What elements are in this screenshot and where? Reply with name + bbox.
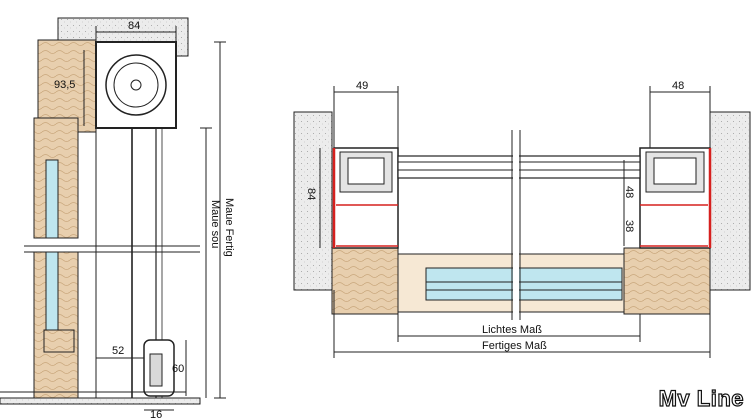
dim-foot-16: 16 xyxy=(150,409,162,418)
left-sill-profile xyxy=(43,329,75,353)
dim-clear-width: Lichtes Maß xyxy=(482,324,542,336)
dim-bottom-60: 60 xyxy=(172,363,184,375)
left-glass-upper xyxy=(45,159,59,239)
dim-height-outer: Maue Fertig xyxy=(223,198,235,257)
dim-right-48: 48 xyxy=(672,80,684,92)
left-wood-lintel xyxy=(37,39,97,133)
right-horizontal-section: 49 48 84 48 38 Lichtes Maß Fertiges Maß xyxy=(293,80,751,358)
brand-logo: Mv Line xyxy=(658,385,744,411)
dim-frame-38: 38 xyxy=(623,220,635,232)
dim-height-inner: Maue sou xyxy=(209,200,221,248)
right-wall-left xyxy=(293,111,333,291)
left-glass-lower xyxy=(45,251,59,331)
right-wood-right xyxy=(623,247,711,315)
dim-frame-84: 84 xyxy=(305,188,317,200)
dim-side-93-5: 93,5 xyxy=(54,79,75,91)
right-wall-right xyxy=(709,111,751,291)
left-vertical-section: 84 93,5 Maue Fertig Maue sou 52 60 16 xyxy=(0,17,235,418)
dim-bottom-52: 52 xyxy=(112,345,124,357)
shutter-roll xyxy=(105,54,167,116)
right-wood-left xyxy=(331,247,399,315)
dim-frame-48: 48 xyxy=(623,186,635,198)
shutter-roll-core xyxy=(113,62,159,108)
right-glass xyxy=(425,267,623,301)
left-floor xyxy=(0,397,201,405)
dim-left-49: 49 xyxy=(356,80,368,92)
dim-top-84: 84 xyxy=(128,20,140,32)
dim-total-width: Fertiges Maß xyxy=(482,340,547,352)
